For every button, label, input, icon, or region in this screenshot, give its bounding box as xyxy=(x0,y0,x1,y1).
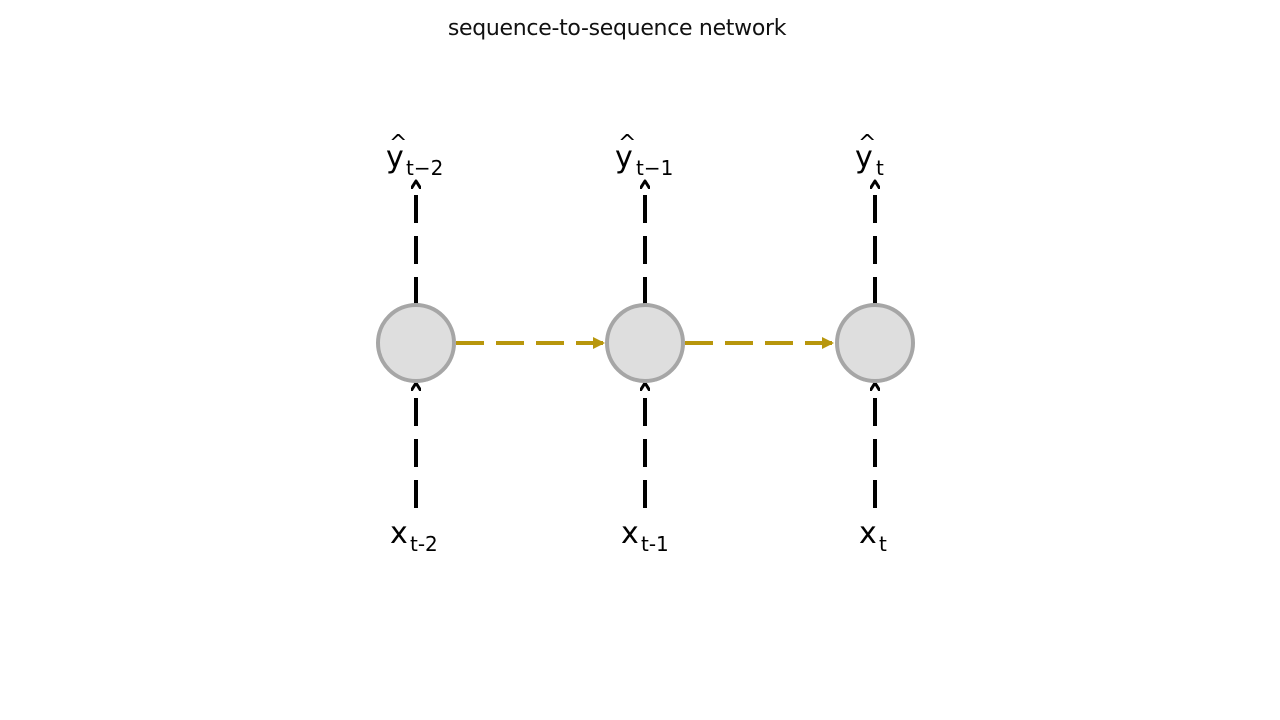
output-subscript-1: t−2 xyxy=(406,156,443,180)
input-label-3: x xyxy=(859,516,877,551)
output-label-2: y xyxy=(615,140,633,175)
step-2: ^ y t−1 x t-1 xyxy=(605,131,685,556)
rnn-node-1 xyxy=(376,303,456,383)
output-subscript-2: t−1 xyxy=(636,156,673,180)
rnn-node-3 xyxy=(835,303,915,383)
output-label-1: y xyxy=(386,140,404,175)
step-3: ^ y t x t xyxy=(835,131,915,556)
input-subscript-2: t-1 xyxy=(641,532,669,556)
diagram-title: sequence-to-sequence network xyxy=(447,16,787,41)
hat-glyph-3: ^ xyxy=(858,131,876,156)
step-1: ^ y t−2 x t-2 xyxy=(376,131,456,556)
hat-glyph-2: ^ xyxy=(618,131,636,156)
input-label-1: x xyxy=(390,516,408,551)
output-subscript-3: t xyxy=(876,156,884,180)
input-label-2: x xyxy=(621,516,639,551)
rnn-node-2 xyxy=(605,303,685,383)
input-subscript-1: t-2 xyxy=(410,532,438,556)
hat-glyph-1: ^ xyxy=(389,131,407,156)
input-subscript-3: t xyxy=(879,532,887,556)
output-label-3: y xyxy=(855,140,873,175)
